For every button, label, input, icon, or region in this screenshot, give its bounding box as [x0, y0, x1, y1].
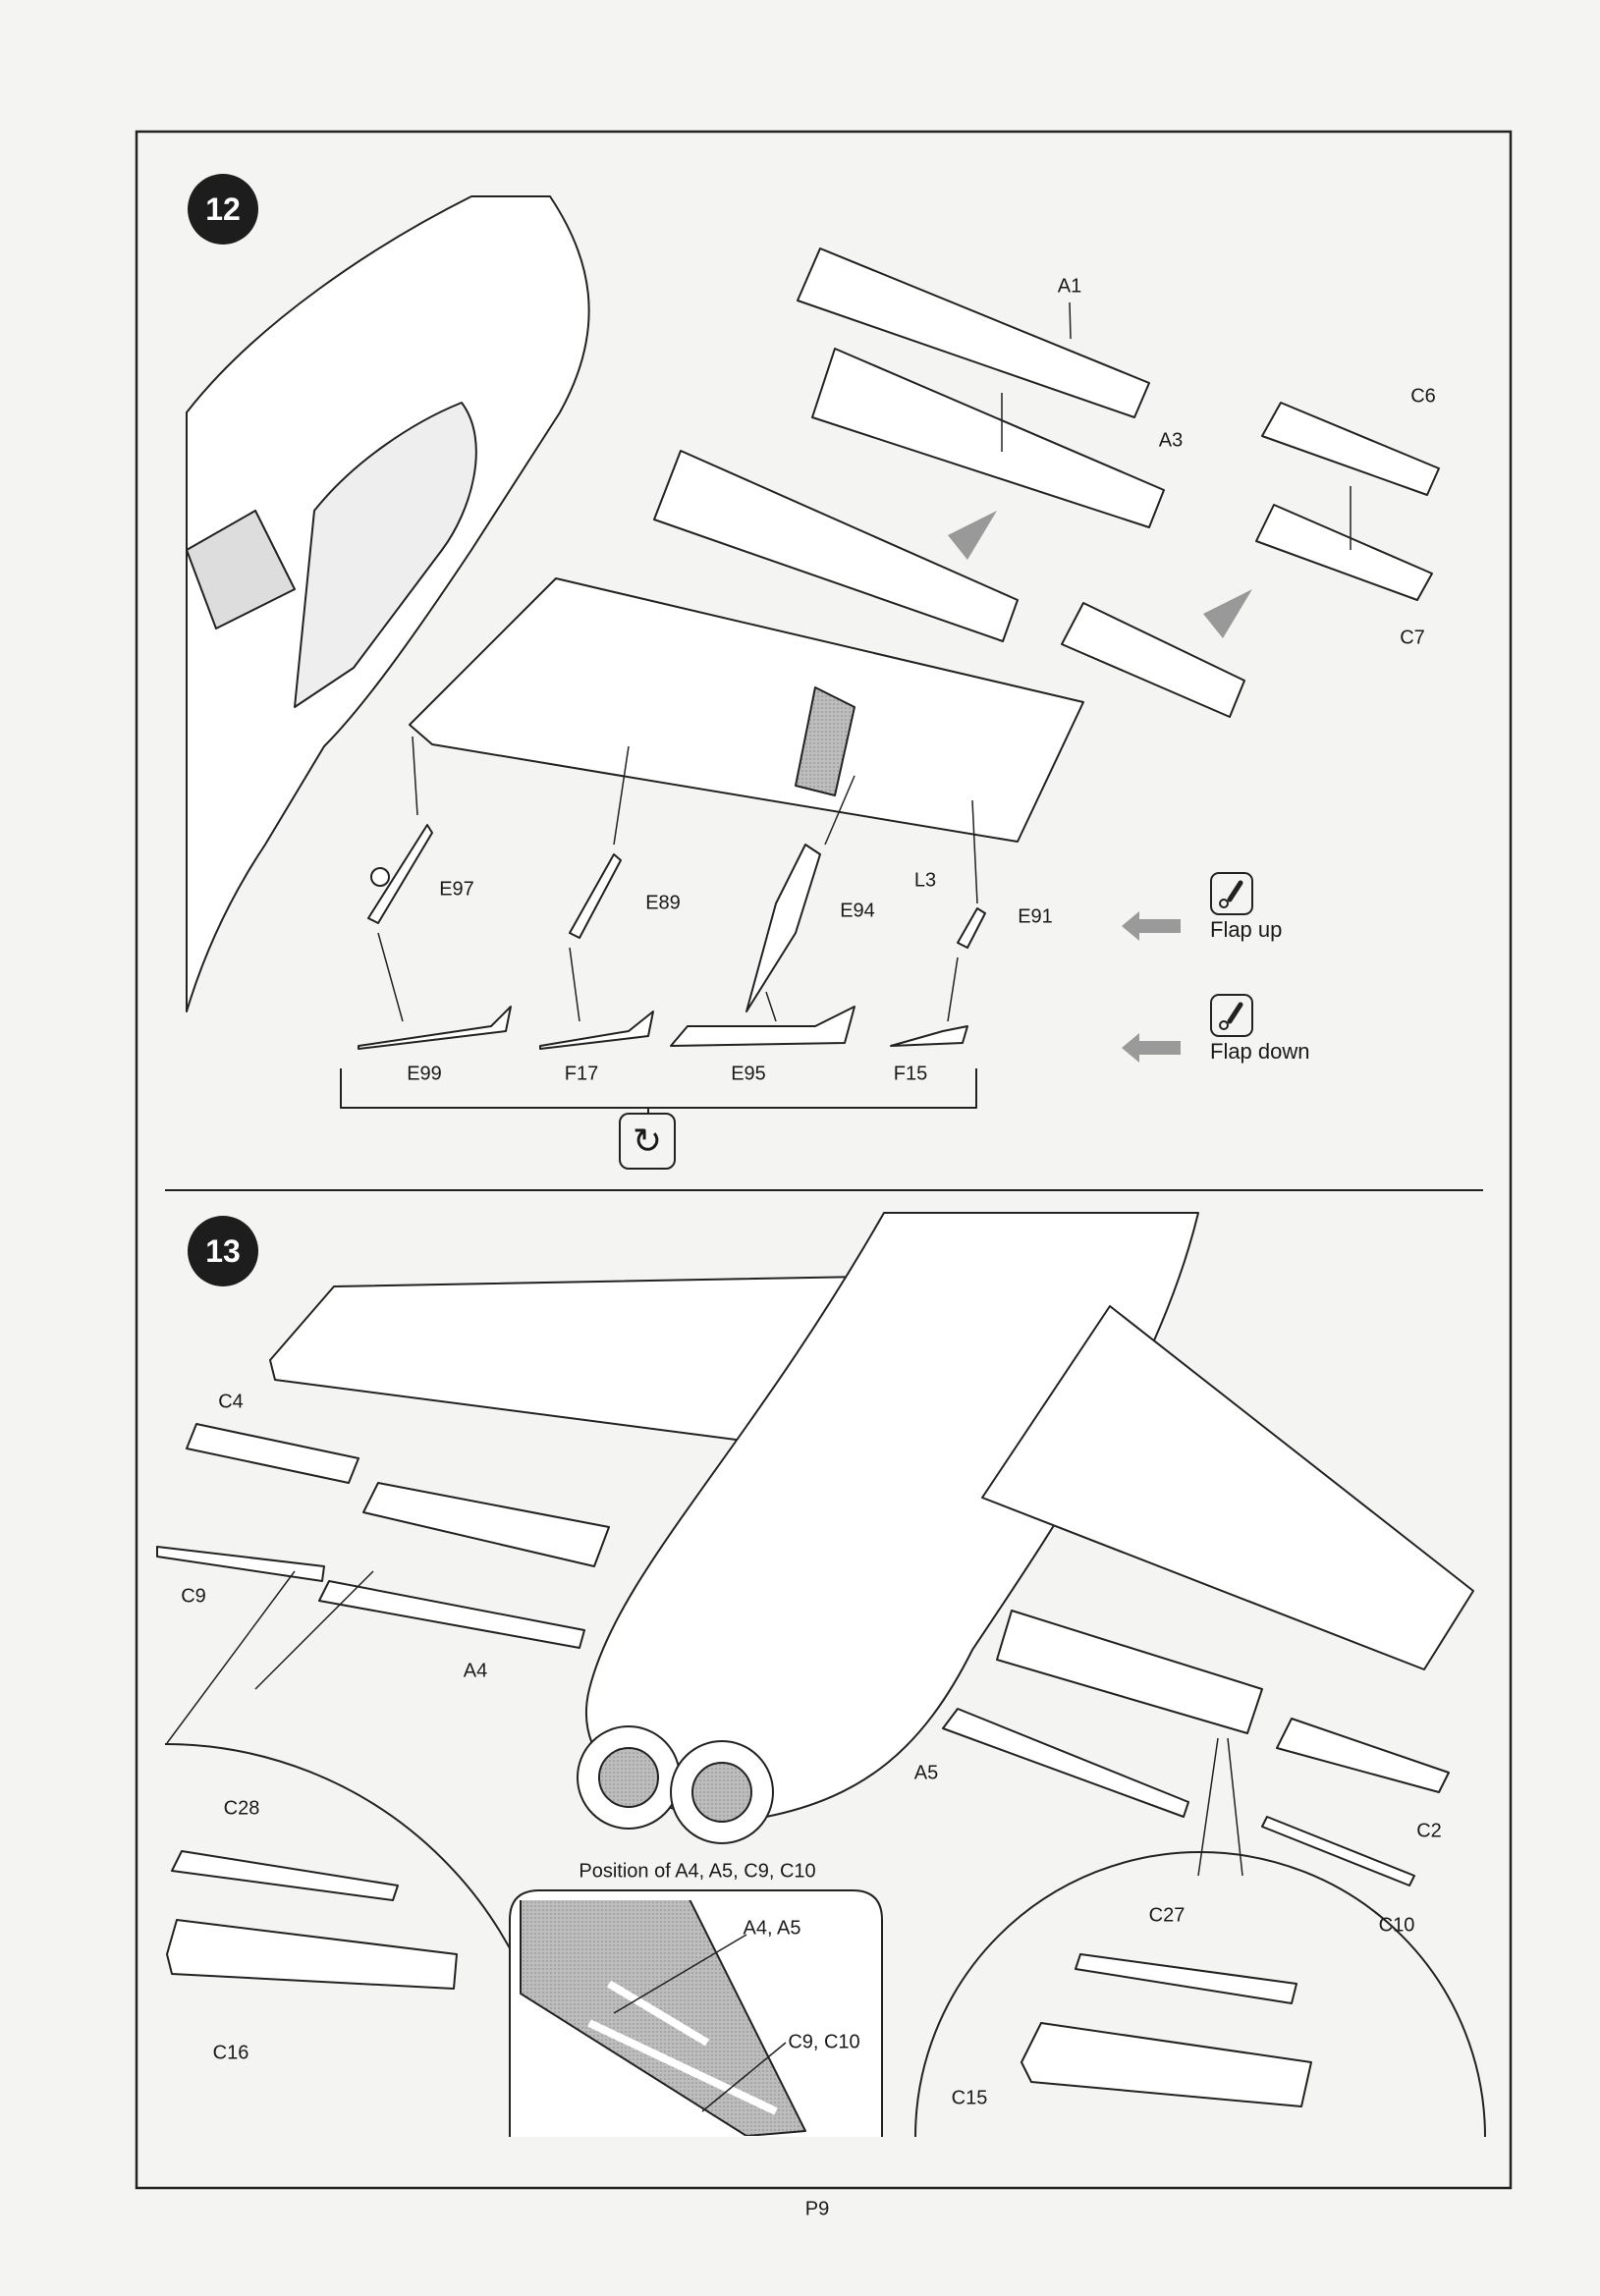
part-label-A1: A1 [1057, 275, 1082, 298]
part-label-F17: F17 [564, 1063, 599, 1085]
part-E95 [670, 1006, 855, 1047]
part-label-C4: C4 [218, 1391, 244, 1413]
flap-up-option: Flap up [1122, 872, 1283, 943]
part-A4 [318, 1580, 585, 1649]
part-C15 [1021, 2022, 1312, 2107]
option-exclamation-icon [1210, 872, 1253, 915]
part-C16 [166, 1919, 458, 1990]
page-number: P9 [804, 2198, 830, 2220]
position-label-a4-a5: A4, A5 [743, 1917, 801, 1940]
part-label-A3: A3 [1158, 429, 1184, 452]
part-label-E94: E94 [840, 900, 875, 922]
part-label-C10: C10 [1378, 1914, 1415, 1937]
part-A5 [942, 1708, 1189, 1818]
part-label-L3: L3 [913, 869, 937, 892]
part-E89 [569, 853, 622, 939]
part-label-E95: E95 [731, 1063, 766, 1085]
part-label-C7: C7 [1400, 627, 1425, 649]
part-label-A5: A5 [913, 1762, 939, 1784]
right-wing-step13 [981, 1305, 1474, 1670]
part-flap-outer [653, 450, 1019, 642]
part-F15 [890, 1025, 968, 1047]
part-E94 [745, 844, 821, 1012]
left-arrow-icon [1122, 911, 1181, 941]
part-label-C2: C2 [1416, 1820, 1442, 1842]
part-label-C9: C9 [181, 1585, 206, 1608]
part-label-E89: E89 [645, 892, 681, 914]
part-C7 [1255, 504, 1433, 601]
part-C6 [1261, 402, 1440, 496]
part-A3 [811, 348, 1165, 528]
part-label-C27: C27 [1148, 1904, 1186, 1927]
wing-step12 [409, 577, 1084, 843]
left-arrow-icon [1122, 1033, 1181, 1063]
part-C2 [1276, 1718, 1450, 1793]
position-label-c9-c10: C9, C10 [788, 2031, 860, 2053]
flap-down-label: Flap down [1210, 1039, 1310, 1064]
flap-down-option: Flap down [1122, 994, 1310, 1065]
part-C4 [186, 1423, 359, 1484]
step-13-badge: 13 [188, 1216, 258, 1286]
part-label-E91: E91 [1018, 905, 1053, 928]
part-label-E99: E99 [407, 1063, 442, 1085]
rotate-view-icon: ↻ [619, 1113, 676, 1170]
part-label-C6: C6 [1410, 385, 1436, 408]
part-E99 [358, 1006, 512, 1050]
part-F17 [539, 1011, 654, 1050]
part-label-E97: E97 [439, 878, 474, 901]
part-flap-inner [1061, 602, 1245, 718]
part-big-flap-left [362, 1482, 610, 1567]
detail-circle-right [914, 1851, 1486, 2138]
part-C9 [156, 1546, 325, 1582]
part-E97 [367, 824, 433, 924]
part-label-C15: C15 [951, 2087, 988, 2109]
flap-up-label: Flap up [1210, 917, 1283, 942]
part-C27 [1075, 1953, 1297, 2004]
part-C28 [171, 1850, 399, 1901]
part-C10 [1261, 1816, 1415, 1886]
bracket [340, 1068, 977, 1109]
part-label-A4: A4 [463, 1660, 488, 1682]
part-label-F15: F15 [893, 1063, 928, 1085]
step-12-badge: 12 [188, 174, 258, 245]
position-detail-title: Position of A4, A5, C9, C10 [579, 1860, 816, 1883]
part-E91 [957, 907, 986, 949]
part-label-C16: C16 [212, 2042, 249, 2064]
option-exclamation-icon [1210, 994, 1253, 1037]
part-big-flap-right [996, 1610, 1263, 1734]
part-A1 [797, 247, 1150, 418]
part-label-C28: C28 [223, 1797, 260, 1820]
page-frame [135, 130, 1513, 2190]
